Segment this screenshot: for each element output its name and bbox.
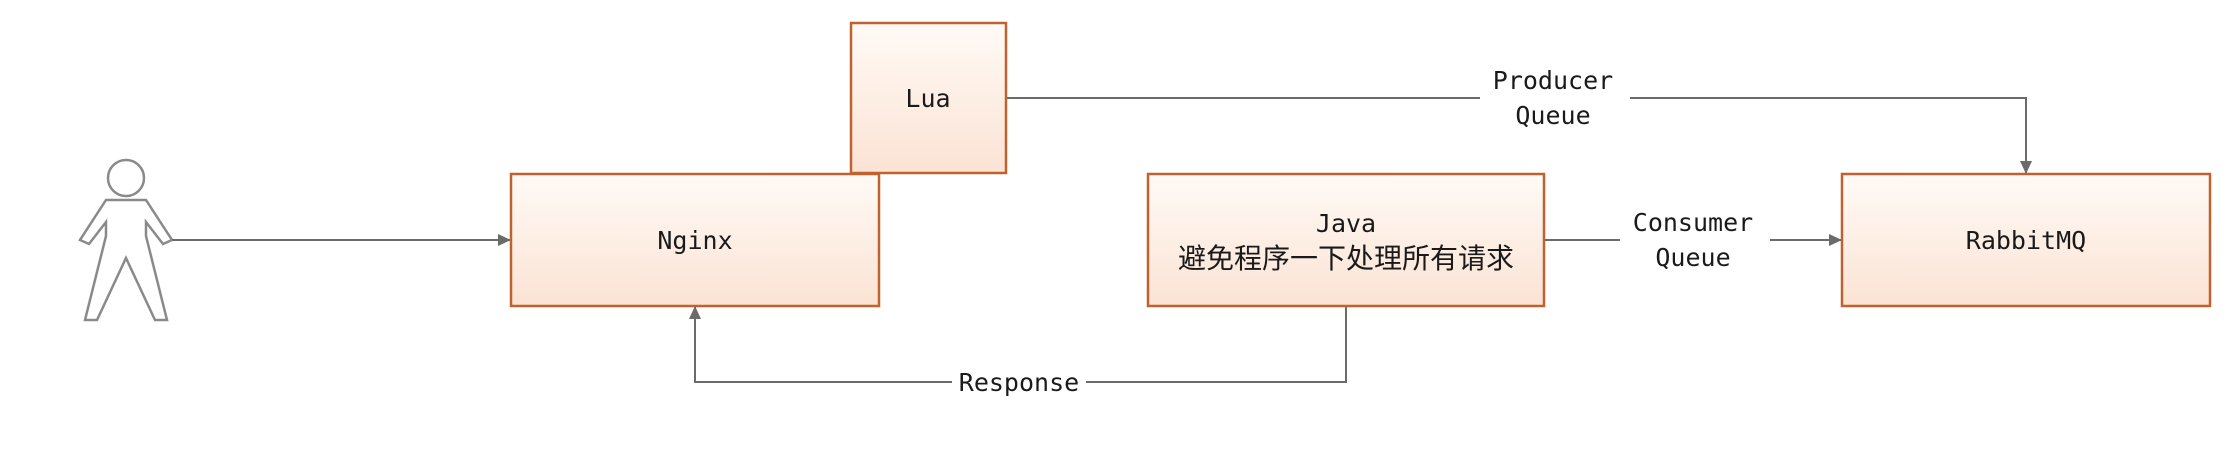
producer-queue-label-line2: Queue	[1515, 101, 1590, 130]
node-lua: Lua	[849, 21, 1008, 175]
response-label-bg	[952, 366, 1086, 398]
node-lua-label: Lua	[905, 84, 950, 113]
user-actor-icon	[78, 158, 174, 322]
consumer-queue-label-bg	[1620, 206, 1770, 276]
consumer-queue-label-line2: Queue	[1655, 243, 1730, 272]
node-nginx-label: Nginx	[657, 226, 732, 255]
producer-queue-label-bg	[1480, 64, 1630, 134]
consumer-queue-label-line1: Consumer	[1633, 208, 1753, 237]
node-rabbitmq-label: RabbitMQ	[1966, 226, 2086, 255]
response-label: Response	[959, 368, 1079, 397]
node-nginx: Nginx	[509, 172, 881, 308]
producer-queue-label-line1: Producer	[1493, 66, 1613, 95]
node-java: Java 避免程序一下处理所有请求	[1146, 172, 1546, 308]
node-rabbitmq: RabbitMQ	[1840, 172, 2212, 308]
edge-lua-to-rabbitmq	[1006, 97, 2032, 174]
node-java-label-line1: Java	[1316, 209, 1376, 238]
node-java-label-line2: 避免程序一下处理所有请求	[1178, 242, 1514, 275]
